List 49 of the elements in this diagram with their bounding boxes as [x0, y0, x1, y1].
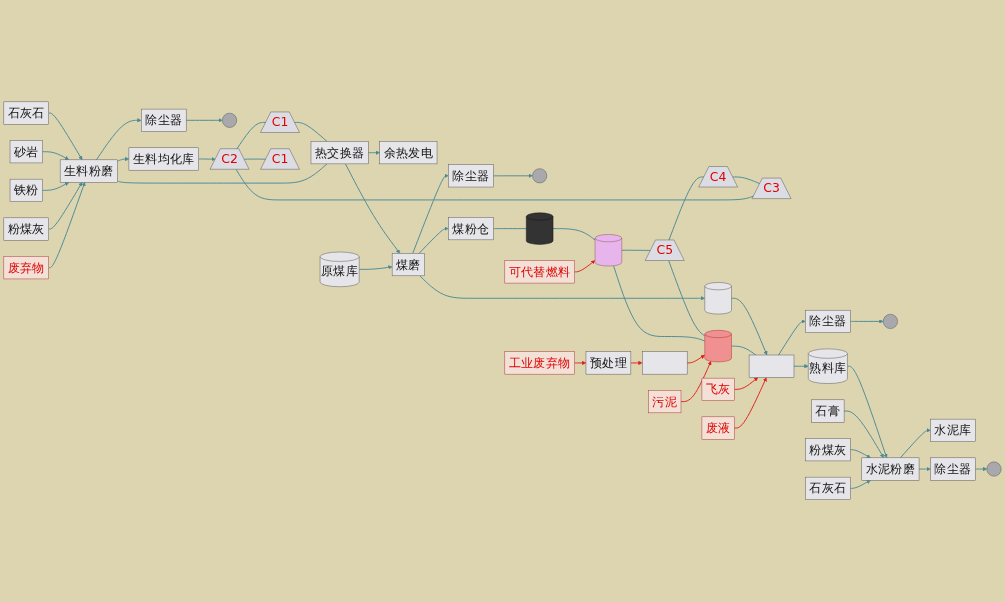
connector: [621, 250, 652, 252]
node-box: 废弃物: [3, 256, 49, 280]
connector: [243, 158, 267, 160]
connector: [492, 228, 527, 230]
node-cylinder: [704, 282, 732, 315]
node-box: 除尘器: [805, 310, 851, 334]
connector: [236, 122, 267, 150]
node-box: 预处理: [585, 351, 632, 375]
node-cylinder: [594, 234, 622, 267]
node-box: 余热发电: [379, 141, 438, 165]
node-box: [642, 351, 688, 375]
node-box: 生料均化库: [128, 147, 199, 171]
node-box: 可代替燃料: [504, 260, 575, 284]
node-box: 粉煤灰: [805, 438, 851, 462]
node-box: 污泥: [648, 390, 682, 414]
node-box: 除尘器: [448, 164, 494, 188]
node-box: 除尘器: [930, 457, 976, 481]
node-box: 废液: [701, 416, 735, 440]
node-box: 石灰石: [805, 477, 851, 501]
node-box: 煤磨: [391, 253, 425, 277]
connector: [294, 122, 328, 143]
connector: [116, 163, 328, 184]
connector: [552, 228, 596, 241]
node-cylinder: [526, 212, 554, 245]
node-box: 热交换器: [310, 141, 369, 165]
node-box: 飞灰: [701, 378, 735, 402]
node-fan: [222, 113, 237, 128]
node-box: 生料粉磨: [59, 159, 118, 183]
node-box: 砂岩: [9, 140, 43, 164]
connector: [732, 176, 761, 185]
connector: [613, 265, 706, 342]
connector: [668, 176, 705, 241]
node-box: 工业废弃物: [504, 351, 575, 375]
node-box: 粉煤灰: [3, 217, 49, 241]
node-fan: [883, 314, 898, 330]
node-box: 石灰石: [3, 101, 49, 125]
node-box: 铁粉: [9, 179, 43, 203]
node-box: 煤粉仓: [448, 217, 494, 241]
node-box: 石膏: [811, 399, 845, 423]
node-fan: [532, 168, 548, 184]
connector: [235, 169, 755, 201]
node-box: 水泥粉磨: [861, 457, 920, 481]
node-box: 水泥库: [930, 419, 976, 443]
node-cylinder: [704, 330, 732, 363]
node-fan: [986, 461, 1002, 477]
connector: [731, 345, 757, 356]
node-box: [748, 355, 795, 378]
node-box: 除尘器: [141, 109, 187, 133]
connector: [668, 260, 706, 337]
